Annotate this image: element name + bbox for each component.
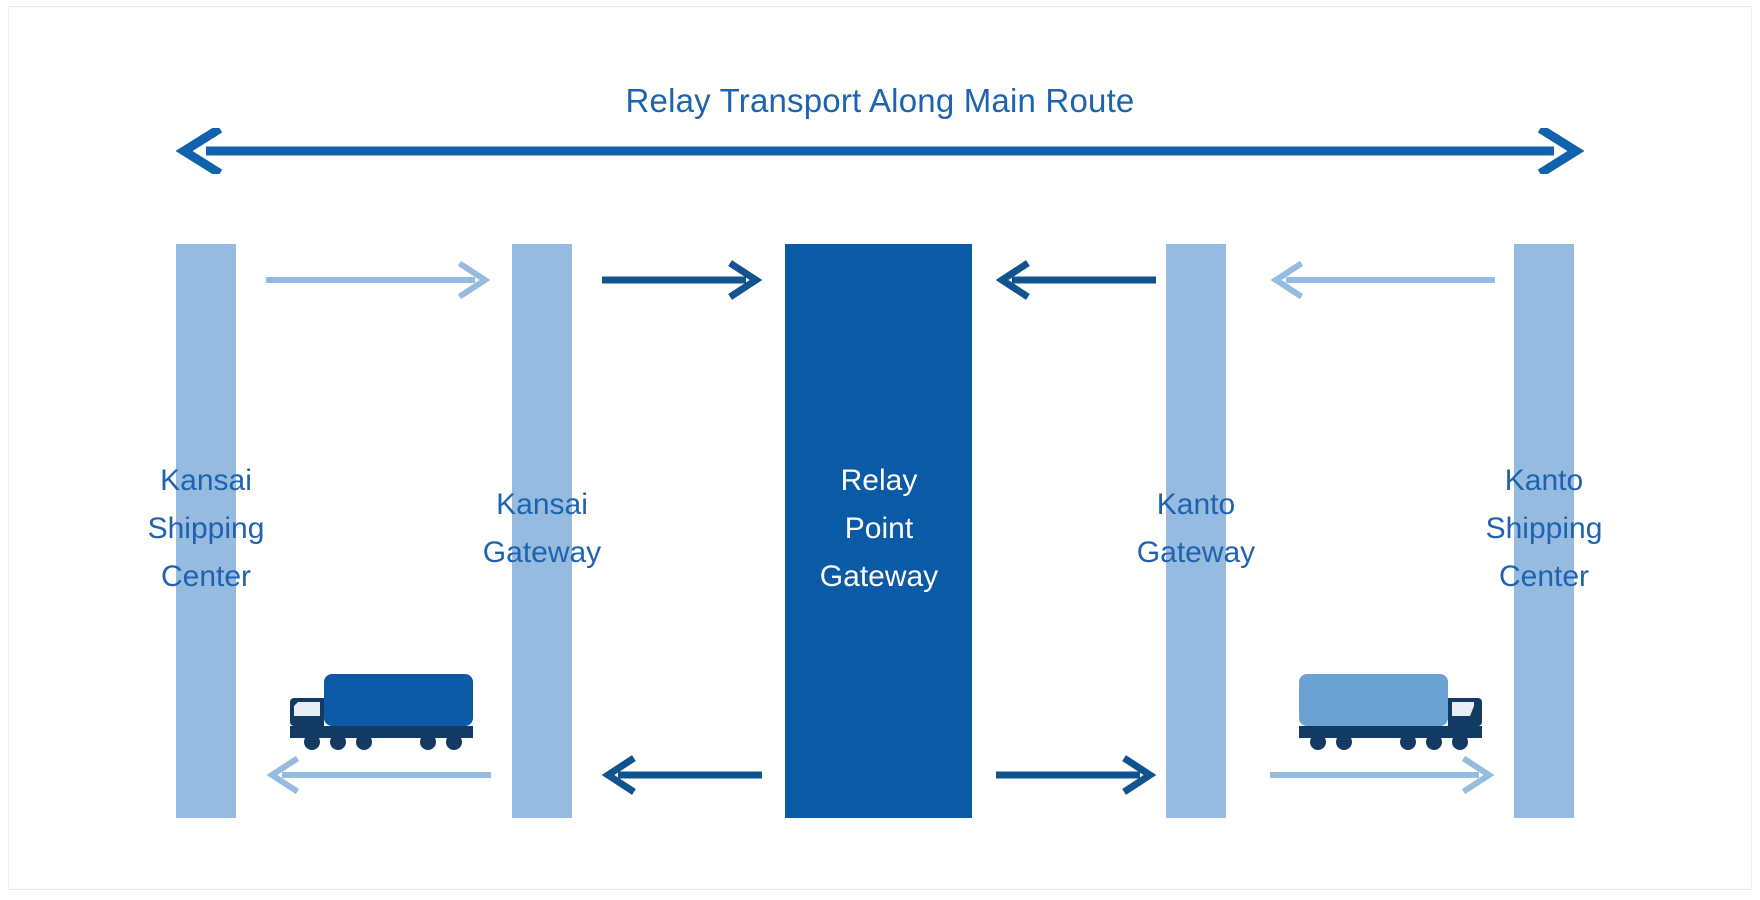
column-label-kanto-shipping-center: Kanto Shipping Center: [1485, 464, 1603, 593]
column-label-relay-point-gateway: Relay Point Gateway: [819, 464, 939, 593]
column-bar-kansai-gateway: [512, 244, 572, 818]
column-label-kanto-gateway: Kanto Gateway: [1136, 488, 1256, 569]
connector-bottom-kanto-gateway-to-center: [1270, 755, 1495, 795]
column-label-kansai-gateway: Kansai Gateway: [482, 488, 602, 569]
column-label-kansai-shipping-center: Kansai Shipping Center: [147, 464, 265, 593]
column-bar-kanto-shipping-center: [1514, 244, 1574, 818]
connector-top-kanto-center-to-gateway: [1270, 260, 1495, 300]
connector-bottom-relay-to-kansai-gateway: [601, 755, 762, 795]
column-bar-kanto-gateway: [1166, 244, 1226, 818]
column-bar-relay-point-gateway: [785, 244, 972, 818]
connector-top-kansai-gateway-to-relay: [602, 260, 763, 300]
connector-top-kanto-gateway-to-relay: [995, 260, 1156, 300]
connector-bottom-relay-to-kanto-gateway: [996, 755, 1157, 795]
page-title: Relay Transport Along Main Route: [625, 82, 1135, 119]
connector-bottom-kansai-gateway-to-center: [266, 755, 491, 795]
connector-top-kansai-center-to-gateway: [266, 260, 491, 300]
truck-icon-kansai: [290, 672, 475, 755]
column-bar-kansai-shipping-center: [176, 244, 236, 818]
truck-icon-kanto: [1297, 672, 1482, 755]
main-route-double-arrow: [170, 124, 1590, 178]
